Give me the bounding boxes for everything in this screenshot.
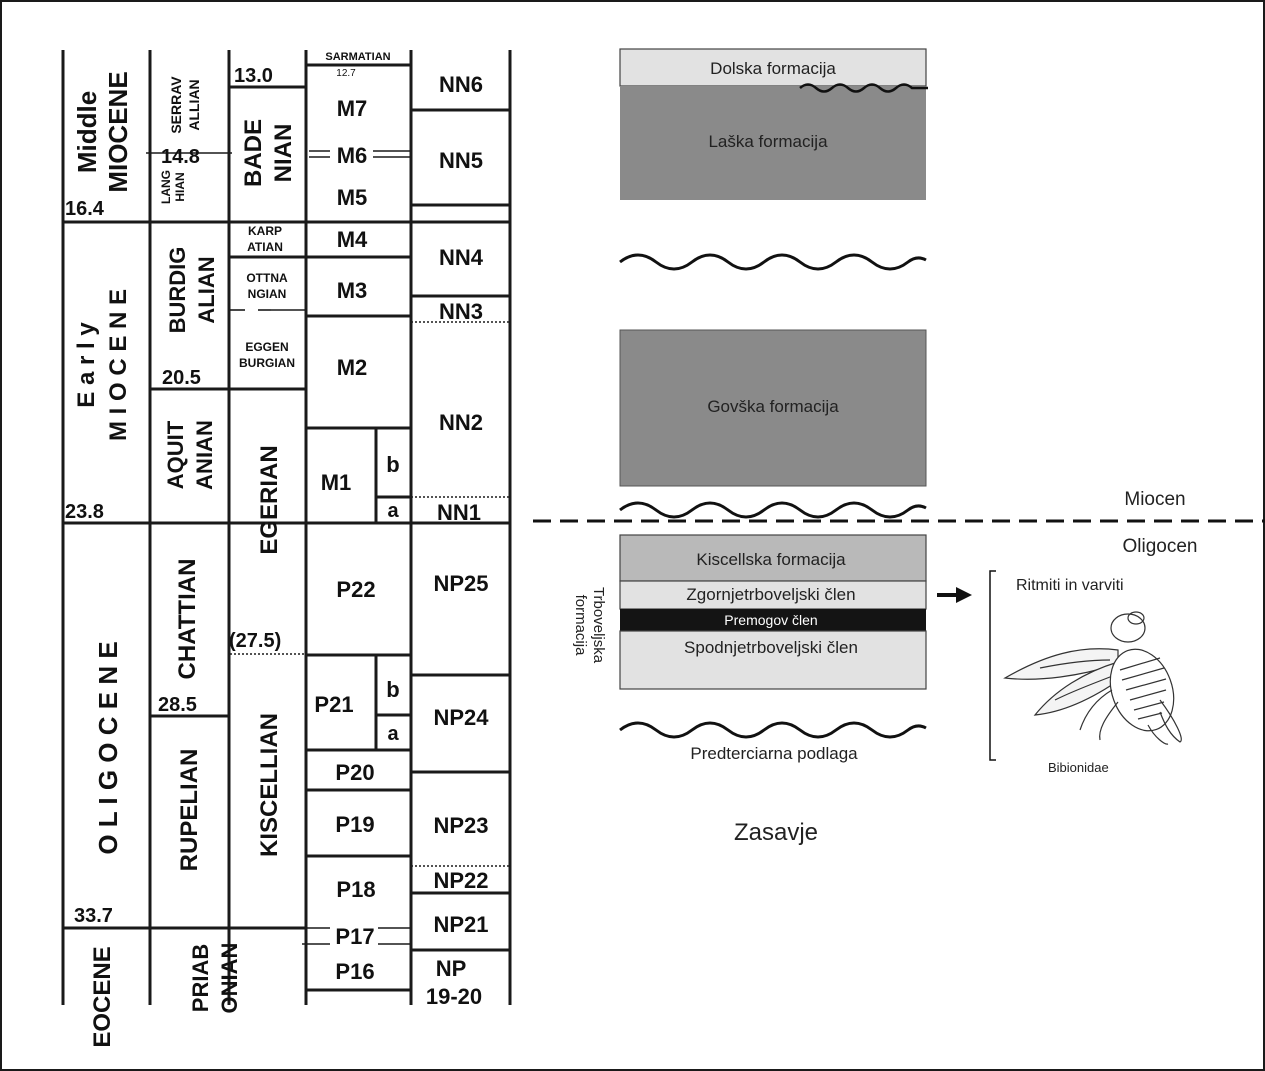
zone-p18: P18 [336,877,375,902]
unconformity-3 [620,723,926,737]
label-burdigalian-1: BURDIG [165,247,190,334]
label-trbovlje-2: formacija [572,595,589,657]
label-kiscellska: Kiscellska formacija [696,550,846,569]
age-20-5: 20.5 [162,367,201,389]
label-bibionidae: Bibionidae [1048,760,1109,775]
arrow-icon [937,587,972,603]
zone-p17: P17 [335,924,374,949]
zone-m3: M3 [337,278,368,303]
label-premog: Premogov člen [724,612,817,628]
fly-icon [1005,612,1185,744]
label-kiscellian: KISCELLIAN [256,713,283,857]
age-14-8: 14.8 [161,146,200,168]
zone-nn6: NN6 [439,72,483,97]
age-12-7: 12.7 [336,68,356,79]
label-zasavje: Zasavje [734,819,818,846]
label-chattian: CHATTIAN [174,559,201,680]
label-aquitanian-1: AQUIT [163,420,188,489]
lithology-column [533,49,1265,737]
label-zgornje: Zgornjetrboveljski člen [686,585,855,604]
label-laska: Laška formacija [708,132,828,151]
label-middle: Middle [72,91,102,173]
zone-p21a: a [387,723,399,745]
label-eggenburgian-2: BURGIAN [239,356,295,370]
zone-np23: NP23 [433,813,488,838]
zone-m1a: a [387,500,399,522]
label-priabonian-1: PRIAB [188,944,213,1012]
age-23-8: 23.8 [65,501,104,523]
label-ottnangian-1: OTTNA [246,271,288,285]
label-oligocene: O L I G O C E N E [93,641,123,854]
label-miocene-middle: MIOCENE [103,71,133,192]
bracket [990,571,996,760]
age-13-0: 13.0 [234,65,273,87]
label-dolska: Dolska formacija [710,59,836,78]
zone-m2: M2 [337,355,368,380]
label-serravallian-2: ALLIAN [186,79,202,130]
label-langhian-1: LANG [159,170,173,204]
label-predterciarna: Predterciarna podlaga [690,744,858,763]
label-egerian: EGERIAN [256,445,283,554]
zone-nn1: NN1 [437,500,481,525]
zone-np25: NP25 [433,571,488,596]
zone-m5: M5 [337,185,368,210]
age-28-5: 28.5 [158,694,197,716]
zone-np22: NP22 [433,868,488,893]
zone-nn5: NN5 [439,148,483,173]
zone-np21: NP21 [433,912,488,937]
label-eocene: EOCENE [89,946,116,1047]
age-16-4: 16.4 [65,198,105,220]
zone-m6: M6 [337,143,368,168]
unconformity-1 [620,255,926,269]
label-burdigalian-2: ALIAN [194,256,219,323]
zone-nn4: NN4 [439,245,484,270]
label-miocen: Miocen [1124,489,1185,510]
label-sarmatian: SARMATIAN [325,51,390,63]
zone-p19: P19 [335,812,374,837]
age-27-5: (27.5) [229,630,281,652]
label-priabonian-2: ONIAN [217,943,242,1014]
zone-m7: M7 [337,96,368,121]
label-trbovlje-1: Trboveljska [590,587,607,664]
label-eggenburgian-1: EGGEN [245,340,288,354]
label-spodnje: Spodnjetrboveljski člen [684,638,858,657]
zone-m1: M1 [321,470,352,495]
zone-nn3: NN3 [439,299,483,324]
label-serravallian-1: SERRAV [168,76,184,134]
label-oligocen: Oligocen [1123,536,1198,557]
label-badenian-2: NIAN [270,124,297,183]
zone-np24: NP24 [433,705,489,730]
zone-p21b: b [386,677,399,702]
zone-np-1: NP [436,956,467,981]
label-miocene-early: M I O C E N E [105,289,132,441]
label-karpatian-1: KARP [248,224,282,238]
unconformity-2 [620,503,926,517]
zone-p20: P20 [335,760,374,785]
label-govska: Govška formacija [707,397,839,416]
label-aquitanian-2: ANIAN [192,420,217,490]
label-early: E a r l y [73,322,100,408]
label-rupelian: RUPELIAN [176,749,203,872]
zone-m1b: b [386,452,399,477]
label-karpatian-2: ATIAN [247,240,283,254]
zone-nn2: NN2 [439,410,483,435]
age-33-7: 33.7 [74,905,113,927]
zone-m4: M4 [337,227,368,252]
zone-p21: P21 [314,692,353,717]
zone-p22: P22 [336,577,375,602]
label-ritmiti: Ritmiti in varviti [1016,577,1124,594]
zone-np-2: 19-20 [426,984,482,1009]
label-badenian-1: BADE [240,119,267,187]
label-langhian-2: HIAN [173,172,187,201]
zone-p16: P16 [335,959,374,984]
label-ottnangian-2: NGIAN [248,287,287,301]
